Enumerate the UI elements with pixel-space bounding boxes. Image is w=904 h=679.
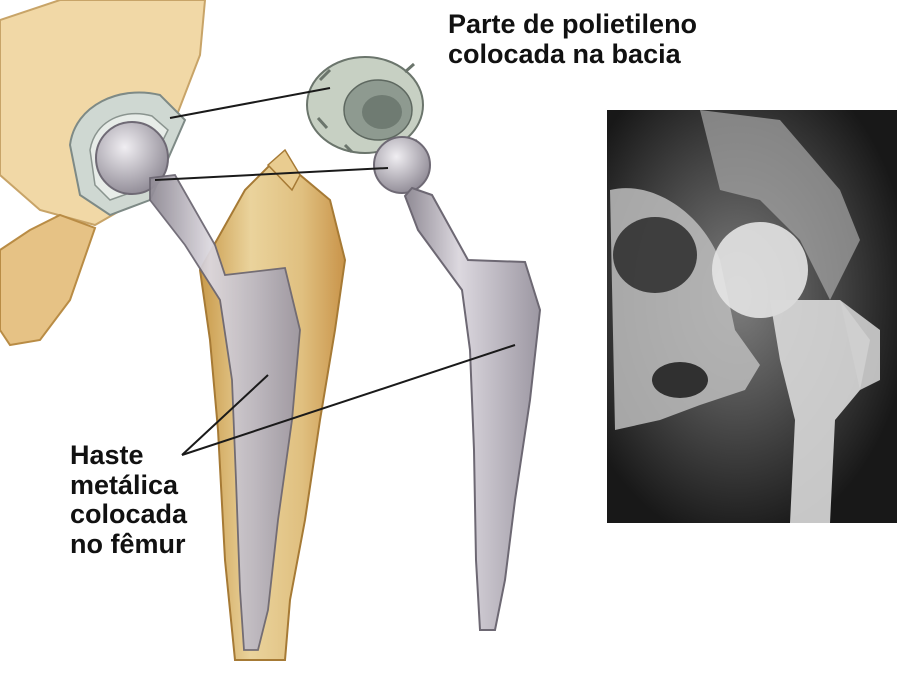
stem-label-line4: no fêmur bbox=[70, 530, 187, 560]
stem-label: Haste metálica colocada no fêmur bbox=[70, 441, 187, 560]
stem-label-line1: Haste bbox=[70, 441, 187, 471]
xray-image bbox=[607, 110, 897, 523]
polyethylene-label-line2: colocada na bacia bbox=[448, 40, 697, 70]
polyethylene-label: Parte de polietileno colocada na bacia bbox=[448, 10, 697, 69]
stem-label-line3: colocada bbox=[70, 500, 187, 530]
polyethylene-label-line1: Parte de polietileno bbox=[448, 10, 697, 40]
stem-label-line2: metálica bbox=[70, 471, 187, 501]
